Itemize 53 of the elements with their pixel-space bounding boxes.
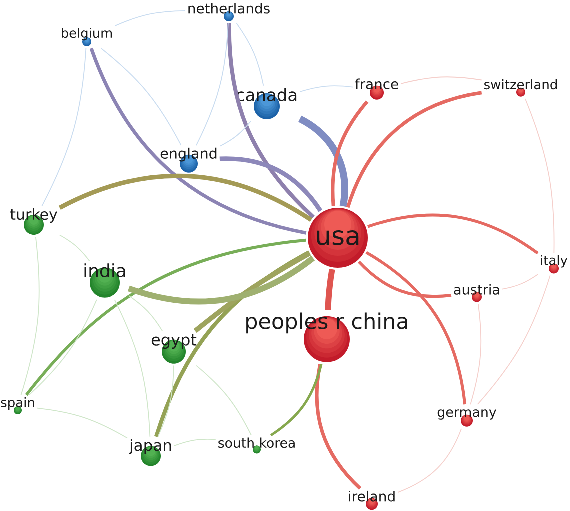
link-line — [358, 260, 452, 298]
link-line — [315, 364, 362, 490]
link-line — [325, 269, 336, 310]
country-label: germany — [438, 410, 496, 420]
link-line — [174, 438, 216, 446]
link-line — [227, 23, 315, 219]
country-label: ireland — [349, 490, 395, 502]
link-line — [128, 256, 316, 305]
country-label: italy — [541, 255, 568, 268]
link-line — [20, 236, 40, 396]
country-label: austria — [454, 284, 500, 295]
link-line — [114, 10, 186, 26]
link-line — [196, 23, 229, 146]
link-line — [100, 48, 182, 146]
country-label: usa — [317, 230, 359, 246]
link-line — [36, 408, 128, 439]
link-line — [128, 295, 164, 332]
link-line — [196, 365, 252, 436]
link-line — [502, 274, 538, 290]
country-label: canada — [236, 88, 297, 102]
link-line — [42, 48, 87, 207]
link-line — [28, 299, 98, 396]
link-line — [366, 251, 467, 405]
link-line — [25, 238, 306, 396]
country-label: egypt — [152, 334, 197, 350]
link-line — [90, 48, 307, 235]
link-line — [470, 304, 482, 406]
link-line — [477, 275, 551, 406]
country-label: switzerland — [484, 80, 557, 90]
link-line — [58, 174, 313, 222]
link-line — [270, 364, 323, 437]
country-label: france — [355, 78, 398, 90]
link-line — [368, 214, 539, 255]
link-line — [398, 428, 462, 493]
link-line — [219, 121, 252, 147]
country-label: belgium — [62, 28, 112, 41]
link-line — [220, 156, 323, 212]
link-line — [300, 86, 354, 92]
country-label: japan — [129, 439, 172, 454]
country-label: spain — [1, 397, 34, 410]
link-line — [298, 116, 348, 207]
country-label: south korea — [218, 438, 295, 448]
country-label: england — [160, 148, 217, 162]
link-line — [236, 23, 264, 86]
country-label: netherlands — [188, 3, 270, 14]
link-line — [158, 365, 174, 438]
country-label: turkey — [10, 208, 58, 224]
link-line — [331, 100, 369, 206]
link-line — [114, 299, 151, 438]
link-line — [524, 98, 555, 254]
link-line — [400, 76, 482, 84]
link-line — [346, 91, 482, 208]
link-line — [59, 234, 90, 262]
